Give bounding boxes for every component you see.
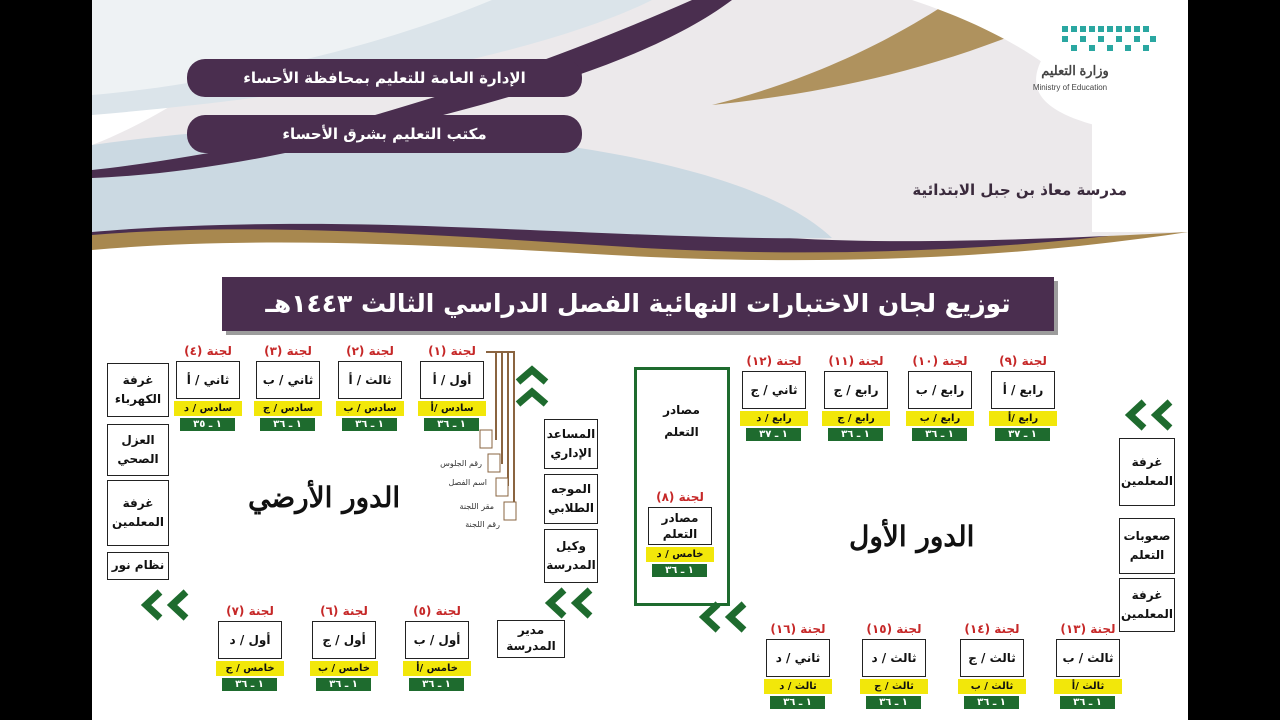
legend-class-name: اسم الفصل bbox=[448, 478, 488, 487]
legend-committee-number: رقم اللجنة bbox=[465, 520, 500, 529]
room-deputy: وكيل المدرسة bbox=[544, 529, 598, 583]
room-assistant: المساعد الإداري bbox=[544, 419, 598, 469]
up-chevrons-icon bbox=[515, 365, 549, 407]
ministry-name-en: Ministry of Education bbox=[1032, 83, 1108, 92]
office-pill: مكتب التعليم بشرق الأحساء bbox=[187, 115, 582, 153]
ministry-name-ar: وزارة التعليم bbox=[1041, 63, 1109, 78]
ground-floor-label: الدور الأرضي bbox=[248, 481, 401, 514]
room-counselor: الموجه الطلابي bbox=[544, 474, 598, 524]
ministry-logo-icon bbox=[1062, 26, 1156, 51]
left-chevrons-right-icon bbox=[1124, 399, 1173, 431]
stage: وزارة التعليم Ministry of Education الإد… bbox=[92, 0, 1188, 720]
page-title: توزيع لجان الاختبارات النهائية الفصل الد… bbox=[222, 277, 1054, 331]
legend-seat-number: رقم الجلوس bbox=[440, 459, 482, 468]
legend-tag-icons bbox=[479, 429, 517, 521]
room-electricity: غرفة الكهرباء bbox=[107, 363, 169, 417]
room-teachers-ground: غرفة المعلمين bbox=[107, 480, 169, 546]
directorate-pill: الإدارة العامة للتعليم بمحافظة الأحساء bbox=[187, 59, 582, 97]
first-floor-label: الدور الأول bbox=[849, 520, 975, 553]
room-teachers-first-b: غرفة المعلمين bbox=[1119, 578, 1175, 632]
left-chevrons-first-icon bbox=[698, 601, 747, 633]
room-principal: مدير المدرسة bbox=[497, 620, 565, 658]
room-teachers-first-a: غرفة المعلمين bbox=[1119, 438, 1175, 506]
legend-connectors bbox=[486, 351, 515, 506]
legend-committee-location: مقر اللجنة bbox=[459, 502, 494, 511]
room-learning-difficulties: صعوبات التعلم bbox=[1119, 518, 1175, 574]
room-isolation: العزل الصحي bbox=[107, 424, 169, 476]
learning-resources-label: مصادر التعلم bbox=[663, 403, 700, 439]
left-chevrons-icon bbox=[544, 587, 593, 619]
left-chevrons-ground-icon bbox=[140, 589, 189, 621]
school-name: مدرسة معاذ بن جبل الابتدائية bbox=[912, 181, 1127, 199]
room-noor: نظام نور bbox=[107, 552, 169, 580]
